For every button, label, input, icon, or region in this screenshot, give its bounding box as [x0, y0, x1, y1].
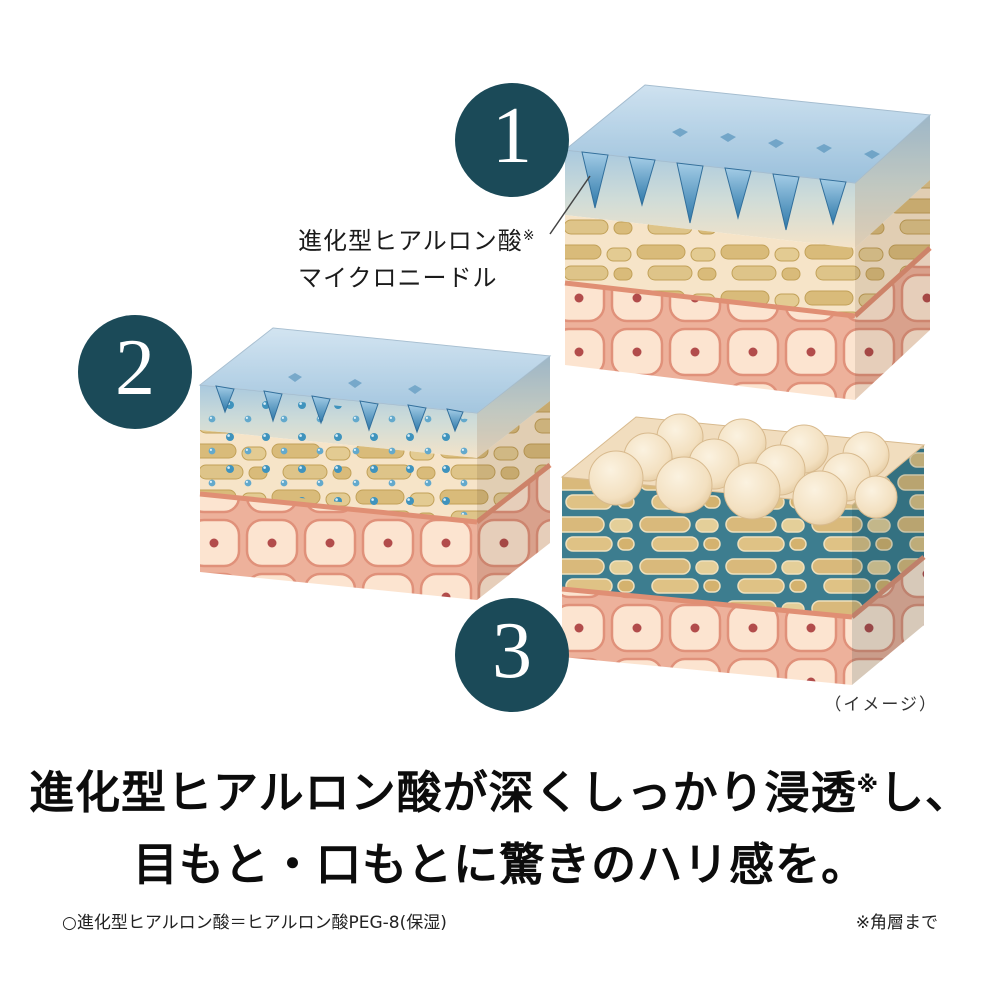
microneedles: [581, 151, 847, 231]
microneedle-label: 進化型ヒアルロン酸※ マイクロニードル: [298, 218, 536, 297]
microneedle-label-line2: マイクロニードル: [298, 264, 498, 292]
headline-line1: 進化型ヒアルロン酸が深くしっかり浸透※し、: [0, 750, 1000, 829]
step-badge-1: 1: [455, 83, 569, 197]
skin-cube-step2-illustration: [198, 327, 552, 600]
dissolving-microneedles: [215, 385, 464, 434]
headline-line2: 目もと・口もとに驚きのハリ感を。: [132, 838, 868, 891]
cube1-front-face: [564, 150, 856, 400]
step-badge-3: 3: [455, 598, 569, 712]
microneedle-bases: [672, 128, 880, 159]
headline: 進化型ヒアルロン酸が深くしっかり浸透※し、 目もと・口もとに驚きのハリ感を。: [0, 750, 1000, 901]
step-badge-2: 2: [78, 315, 192, 429]
hyaluronic-acid-particles: [203, 392, 477, 516]
step-number-2: 2: [115, 324, 155, 412]
plump-skin-surface: [560, 413, 926, 526]
headline-line1-tail: し、: [878, 766, 971, 819]
cube2-right-face: [475, 356, 552, 600]
footnote-ingredient-definition: ○進化型ヒアルロン酸＝ヒアルロン酸PEG-8(保湿): [62, 913, 447, 933]
headline-line1-main: 進化型ヒアルロン酸が深くしっかり浸透: [29, 766, 857, 819]
microneedle-label-asterisk: ※: [522, 228, 536, 244]
step-number-3: 3: [492, 607, 532, 695]
microneedle-sheet: [563, 84, 932, 184]
skin-cube-step3-illustration: [560, 413, 926, 685]
headline-asterisk: ※: [856, 773, 879, 798]
image-disclaimer: （イメージ）: [824, 695, 938, 715]
footnote-stratum-corneum: ※角層まで: [855, 913, 938, 933]
microneedle-label-line1: 進化型ヒアルロン酸※: [298, 218, 536, 260]
step-number-1: 1: [492, 92, 532, 180]
skin-cube-step1-illustration: [563, 84, 932, 400]
label-leader-line: [549, 175, 591, 235]
cube1-right-face: [853, 115, 932, 400]
cube2-sheet: [198, 327, 552, 414]
cube3-front-face: [561, 477, 853, 685]
microneedle-label-text: 進化型ヒアルロン酸: [298, 227, 523, 255]
cube2-needle-bases: [288, 373, 422, 394]
